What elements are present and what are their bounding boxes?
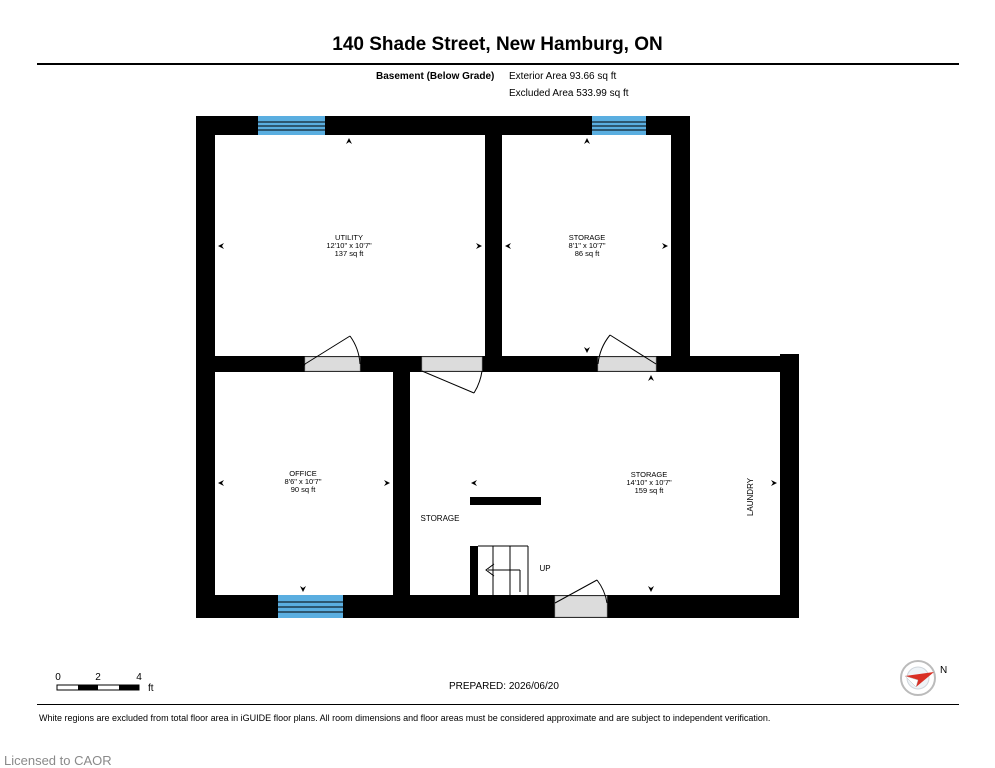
door-openings <box>304 356 657 618</box>
level-name: Basement (Below Grade) <box>376 71 495 82</box>
room-storage-top-dims: 8'1" x 10'7" <box>569 241 606 250</box>
room-storage-main-dims: 14'10" x 10'7" <box>626 478 672 487</box>
north-compass-icon: N <box>900 660 947 696</box>
footer-divider <box>37 704 959 705</box>
door-storage-leaf <box>609 334 657 365</box>
room-office-name: OFFICE <box>289 469 317 478</box>
scale-bar: 0 2 4 ft <box>55 672 154 694</box>
door-exit-leaf <box>554 579 598 604</box>
room-storage-main-name: STORAGE <box>631 470 668 479</box>
door-hall-arc <box>473 370 483 394</box>
wall-top-storage-right <box>671 116 690 372</box>
laundry-label: LAUNDRY <box>746 477 755 516</box>
wall-office-divider <box>393 356 410 618</box>
counter-bar <box>470 497 541 505</box>
license-watermark: Licensed to CAOR <box>4 753 112 768</box>
door-swings <box>304 334 657 604</box>
door-utility-leaf <box>304 335 351 365</box>
room-utility-name: UTILITY <box>335 233 363 242</box>
prepared-date: PREPARED: 2026/06/20 <box>449 681 559 692</box>
room-storage-main: STORAGE 14'10" x 10'7" 159 sq ft <box>626 470 672 495</box>
door-hall-opening <box>421 356 483 372</box>
dimension-markers <box>218 138 777 592</box>
window-utility <box>258 116 325 135</box>
room-storage-top-area: 86 sq ft <box>575 249 601 258</box>
stair-arrow-head <box>485 563 495 577</box>
page-title: 140 Shade Street, New Hamburg, ON <box>332 34 663 55</box>
window-office <box>278 595 343 618</box>
door-exit-arc <box>596 579 608 604</box>
room-utility-dims: 12'10" x 10'7" <box>326 241 372 250</box>
door-hall-leaf <box>421 370 475 394</box>
excluded-area: Excluded Area 533.99 sq ft <box>509 88 629 99</box>
stairs-up-label: UP <box>539 564 550 573</box>
room-utility: UTILITY 12'10" x 10'7" 137 sq ft <box>326 233 372 258</box>
room-storage-top: STORAGE 8'1" x 10'7" 86 sq ft <box>569 233 606 258</box>
scale-tick-0: 0 <box>55 672 61 683</box>
wall-right <box>780 354 799 618</box>
door-utility-arc <box>349 335 361 365</box>
wall-utility-storage-divider <box>485 116 502 372</box>
storage-side-label: STORAGE <box>421 514 460 523</box>
stairs <box>478 545 529 595</box>
window-storage-top <box>592 116 646 135</box>
room-office: OFFICE 8'6" x 10'7" 90 sq ft <box>285 469 322 494</box>
scale-tick-4: 4 <box>136 672 142 683</box>
scale-tick-2: 2 <box>95 672 101 683</box>
door-storage-arc <box>597 334 611 365</box>
room-storage-main-area: 159 sq ft <box>635 486 665 495</box>
scale-unit: ft <box>148 683 154 694</box>
room-storage-top-name: STORAGE <box>569 233 606 242</box>
door-exit-opening <box>554 595 608 618</box>
stair-wall <box>470 546 478 596</box>
room-office-area: 90 sq ft <box>291 485 317 494</box>
walls <box>196 116 799 618</box>
wall-bottom <box>196 595 799 618</box>
exterior-area: Exterior Area 93.66 sq ft <box>509 71 617 82</box>
room-office-dims: 8'6" x 10'7" <box>285 477 322 486</box>
title-divider <box>37 63 959 65</box>
room-utility-area: 137 sq ft <box>335 249 365 258</box>
footnote: White regions are excluded from total fl… <box>39 713 771 723</box>
compass-north-label: N <box>940 665 947 676</box>
windows <box>258 116 646 618</box>
